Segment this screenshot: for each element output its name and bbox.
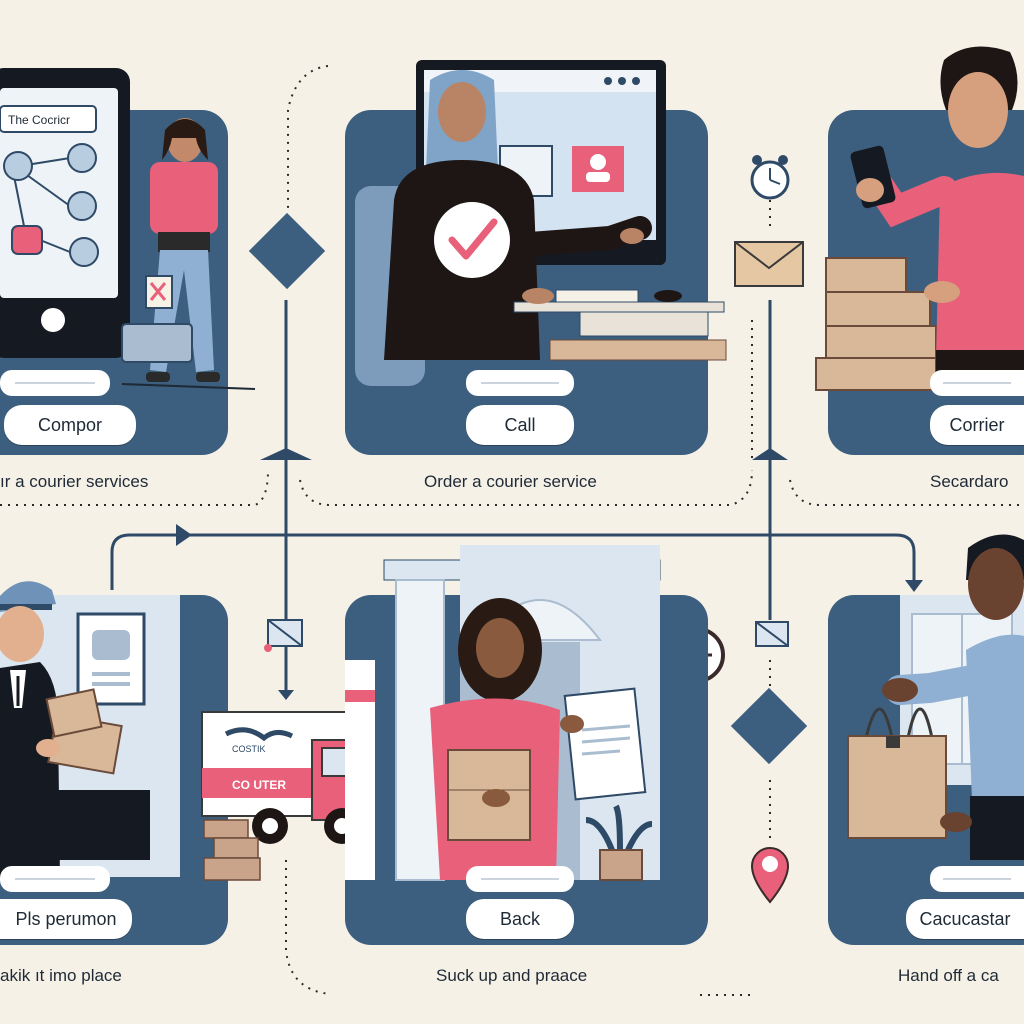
step-3-label[interactable]: Corrier [930,405,1024,445]
step-6-label[interactable]: Cacucastar [906,899,1024,939]
truck-side-text: CO UTER [232,778,286,792]
phone-screen-title: The Cocricr [8,113,70,127]
step-1-label[interactable]: Compor [4,405,136,445]
alarm-clock-icon [750,155,790,200]
envelope-icon [734,241,804,287]
step-5-caption: Suck up and praace [436,966,588,985]
step-4-label[interactable]: Pls perumon [0,899,132,939]
location-pin-icon [750,847,790,904]
step-3-caption: Secardaro [930,472,1009,491]
step-6-placeholder-bar [930,866,1024,892]
step-4-caption: akik ıt imo place [0,966,122,985]
step-2-caption: Order a courier service [424,472,597,491]
step-4-placeholder-bar [0,866,110,892]
step-5-label[interactable]: Back [466,899,574,939]
decision-diamond-bottom [730,687,808,765]
flag-icon-left [264,619,303,652]
step-1-placeholder-bar [0,370,110,396]
step-6-caption: Hand off a ca [898,966,999,985]
step-3-placeholder-bar [930,370,1024,396]
step-5-placeholder-bar [466,866,574,892]
step-2-label[interactable]: Call [466,405,574,445]
truck-logo-text: COSTIK [232,744,266,754]
flag-icon-right [755,621,789,647]
step-1-caption: ır a courier services [0,472,149,491]
decision-diamond-top [248,212,326,290]
step-2-placeholder-bar [466,370,574,396]
